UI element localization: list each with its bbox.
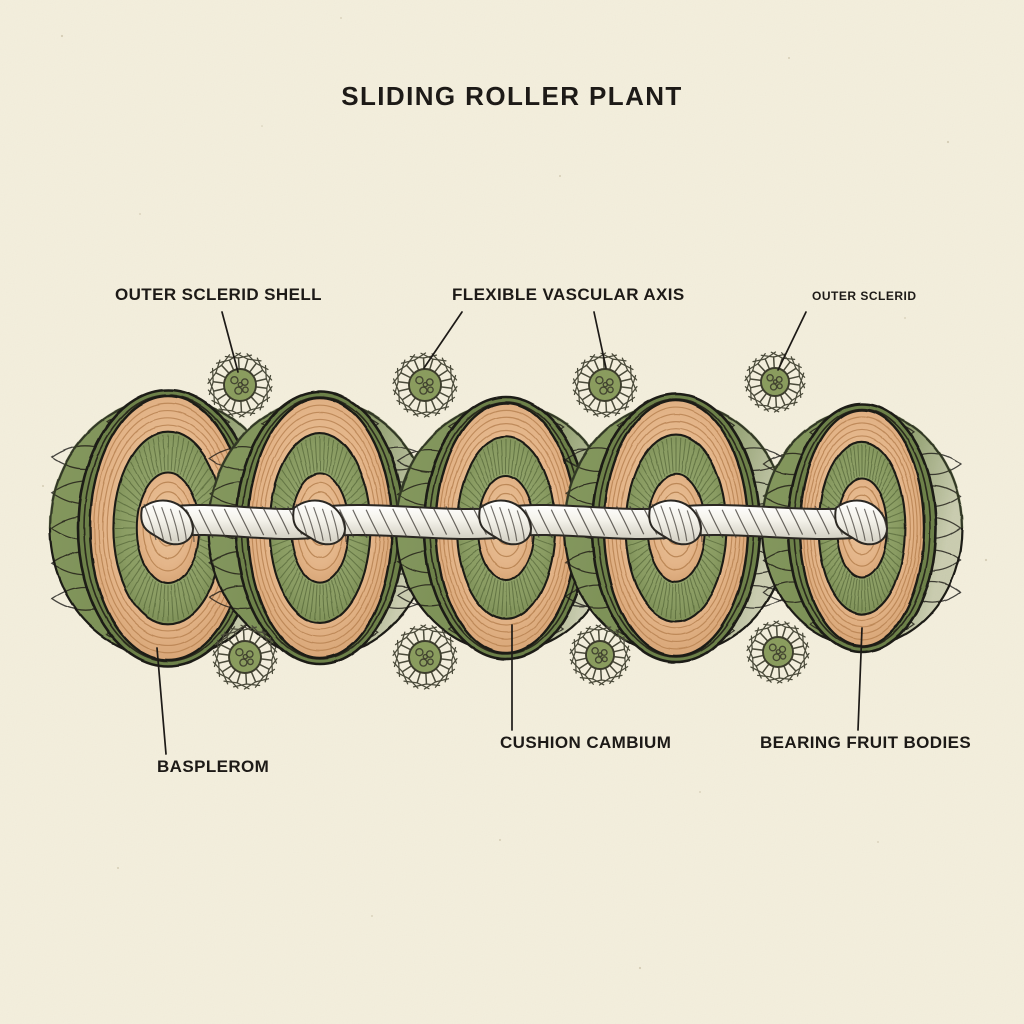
axle-collar	[292, 499, 347, 546]
leader-line	[423, 311, 463, 369]
paper-speckles	[42, 17, 988, 970]
fruit-body-group	[207, 351, 810, 690]
axle-collar	[478, 499, 533, 546]
axle-collar	[140, 499, 195, 546]
annotation-label-cushion-cambium: CUSHION CAMBIUM	[500, 733, 671, 752]
page-title: SLIDING ROLLER PLANT	[341, 81, 682, 111]
annotation-label-flexible-vascular-axis: FLEXIBLE VASCULAR AXIS	[452, 285, 685, 304]
annotation-label-outer-sclerid: OUTER SCLERID	[812, 289, 917, 303]
bearing-fruit-body	[572, 352, 638, 418]
axle-collar	[648, 499, 703, 546]
leader-line	[221, 311, 239, 373]
axle-collar	[834, 499, 889, 546]
bearing-fruit-body	[392, 624, 458, 690]
leader-line-group	[156, 311, 863, 755]
leader-line	[593, 311, 607, 369]
annotation-label-basplerom: BASPLEROM	[157, 757, 269, 776]
bearing-fruit-body	[392, 352, 458, 418]
annotation-label-bearing-fruit-bodies: BEARING FRUIT BODIES	[760, 733, 971, 752]
leader-line	[857, 627, 863, 731]
bearing-fruit-body	[569, 624, 631, 686]
bearing-fruit-body	[746, 620, 810, 684]
leader-line	[777, 311, 807, 371]
bearing-fruit-body	[212, 624, 278, 690]
flexible-vascular-axis	[140, 499, 889, 546]
annotation-label-group: OUTER SCLERID SHELL FLEXIBLE VASCULAR AXI…	[115, 285, 971, 776]
leader-line	[156, 647, 167, 755]
bearing-fruit-body	[744, 351, 806, 413]
bearing-fruit-body	[207, 352, 273, 418]
annotation-label-outer-sclerid-shell: OUTER SCLERID SHELL	[115, 285, 322, 304]
